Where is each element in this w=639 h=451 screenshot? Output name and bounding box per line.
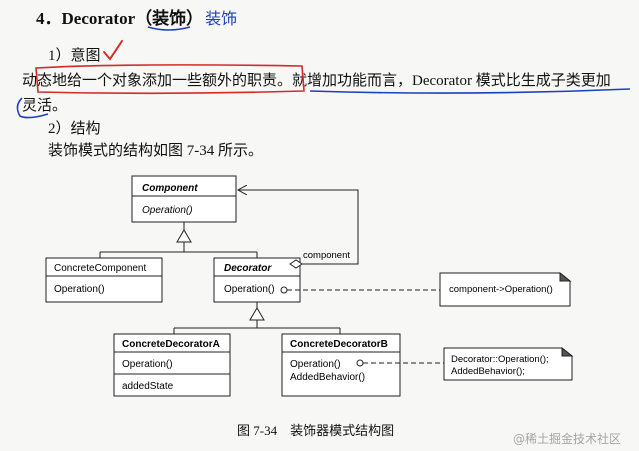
watermark: @稀土掘金技术社区 [513, 432, 622, 446]
decorator-a-state: addedState [122, 381, 174, 392]
decorator-b-behavior: AddedBehavior() [290, 372, 365, 383]
component-operation: Operation() [142, 205, 193, 216]
decorator-b-name: ConcreteDecoratorB [290, 339, 388, 350]
concrete-component-class: ConcreteComponent Operation() [45, 257, 163, 303]
decorator-operation: Operation() [224, 284, 275, 295]
annotation-overlay [16, 26, 631, 119]
note-decorator-b: Decorator::Operation(); AddedBehavior(); [443, 346, 574, 381]
aggregation-label: component [303, 250, 350, 261]
aggregation-line [238, 190, 359, 265]
section-heading-text: 4．Decorator（装饰） [36, 9, 204, 28]
decorator-a-operation: Operation() [122, 359, 173, 370]
intent-title: 1）意图 [48, 48, 101, 64]
section-heading: 4．Decorator（装饰）装饰 [36, 4, 237, 29]
concrete-component-name: ConcreteComponent [54, 263, 146, 274]
component-name: Component [142, 183, 198, 194]
decorator-name: Decorator [224, 263, 272, 274]
decorator-b-operation: Operation() [290, 359, 341, 370]
note1-text: component->Operation() [449, 284, 553, 295]
highlight-box-annotation [35, 64, 305, 95]
decorator-a-name: ConcreteDecoratorA [122, 339, 220, 350]
concrete-component-operation: Operation() [54, 284, 105, 295]
figure-caption: 图 7-34 装饰器模式结构图 [237, 423, 395, 438]
note2-line1: Decorator::Operation(); [451, 354, 549, 365]
intent-line-2: 灵活。 [22, 98, 68, 114]
handwritten-note: 装饰 [205, 9, 238, 28]
note-component-operation: component->Operation() [439, 271, 572, 307]
note2-line2: AddedBehavior(); [451, 366, 525, 377]
inheritance-arrow-icon [176, 229, 192, 243]
curl-annotation [16, 97, 49, 119]
decorator-inheritance-arrow-icon [249, 307, 265, 321]
component-class: Component Operation() [131, 175, 237, 223]
check-mark-icon [103, 40, 123, 61]
concrete-decorator-a-class: ConcreteDecoratorA Operation() addedStat… [113, 333, 231, 397]
structure-description: 装饰模式的结构如图 7-34 所示。 [48, 143, 263, 159]
concrete-decorator-b-class: ConcreteDecoratorB Operation() AddedBeha… [281, 333, 401, 397]
uml-class-diagram: Component Operation() ConcreteComponent … [45, 175, 574, 397]
clause-underline-annotation [309, 88, 631, 94]
structure-title: 2）结构 [48, 121, 101, 137]
decorator-class: Decorator Operation() [213, 257, 301, 303]
intent-line-1: 动态地给一个对象添加一些额外的职责。就增加功能而言，Decorator 模式比生… [22, 73, 611, 89]
heading-underline-annotation [147, 26, 191, 31]
